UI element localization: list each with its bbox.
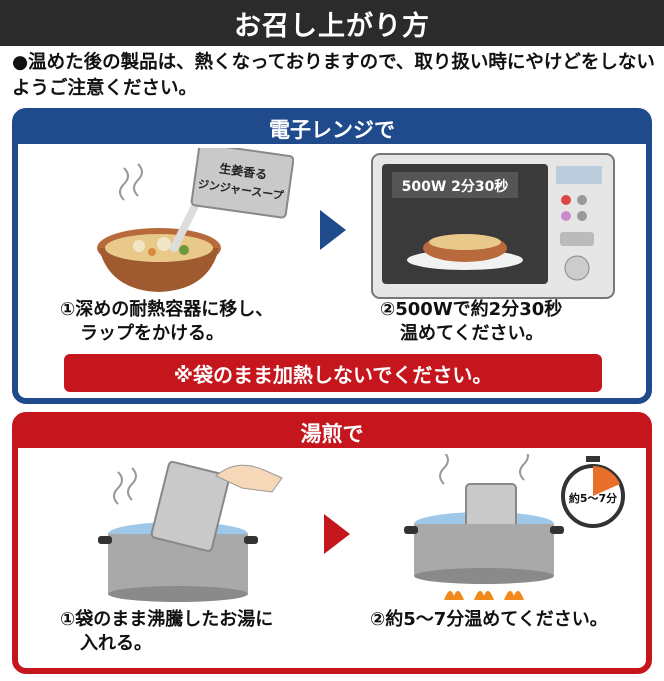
microwave-step2-line2: 温めてください。 bbox=[400, 323, 544, 344]
boil-step1: ①袋のまま沸騰したお湯に 入れる。 bbox=[60, 608, 273, 656]
microwave-step2-line1: ②500Wで約2分30秒 bbox=[380, 299, 563, 320]
pot-fire-illustration bbox=[404, 454, 564, 600]
pot-hand-illustration bbox=[98, 460, 283, 602]
microwave-step1-line2: ラップをかける。 bbox=[80, 323, 224, 344]
microwave-arrow-icon bbox=[320, 210, 346, 250]
boil-step2: ②約5〜7分温めてください。 bbox=[370, 608, 608, 632]
page-title: お召し上がり方 bbox=[0, 0, 664, 46]
bowl-pouch-illustration: 生姜香る ジンジャースープ bbox=[97, 148, 294, 292]
timer-text: 約5〜7分 bbox=[569, 491, 617, 505]
safety-notice: ●温めた後の製品は、熱くなっておりますので、取り扱い時にやけどをしないようご注意… bbox=[12, 52, 655, 99]
microwave-heading: 電子レンジで bbox=[18, 114, 646, 144]
boil-step2-line1: ②約5〜7分温めてください。 bbox=[370, 609, 608, 630]
boil-heading: 湯煎で bbox=[18, 418, 646, 448]
microwave-step1: ①深めの耐熱容器に移し、 ラップをかける。 bbox=[60, 298, 273, 346]
microwave-section: 電子レンジで 生姜香る ジンジャースープ 500W 2分30秒 bbox=[12, 108, 652, 404]
microwave-display: 500W 2分30秒 bbox=[402, 178, 509, 195]
microwave-step1-line1: ①深めの耐熱容器に移し、 bbox=[60, 299, 274, 320]
boil-step1-line2: 入れる。 bbox=[80, 633, 152, 654]
boil-arrow-icon bbox=[324, 514, 350, 554]
microwave-step2: ②500Wで約2分30秒 温めてください。 bbox=[380, 298, 562, 346]
boil-step1-line1: ①袋のまま沸騰したお湯に bbox=[60, 609, 274, 630]
boil-section: 湯煎で 約5〜7分 ①袋のまま沸騰したお湯に 入れる。 bbox=[12, 412, 652, 674]
timer-icon: 約5〜7分 bbox=[561, 456, 625, 528]
warning-banner: ※袋のまま加熱しないでください。 bbox=[64, 354, 602, 392]
pouch-label-line1: 生姜香る bbox=[219, 160, 269, 182]
microwave-illustration: 500W 2分30秒 bbox=[371, 153, 615, 299]
